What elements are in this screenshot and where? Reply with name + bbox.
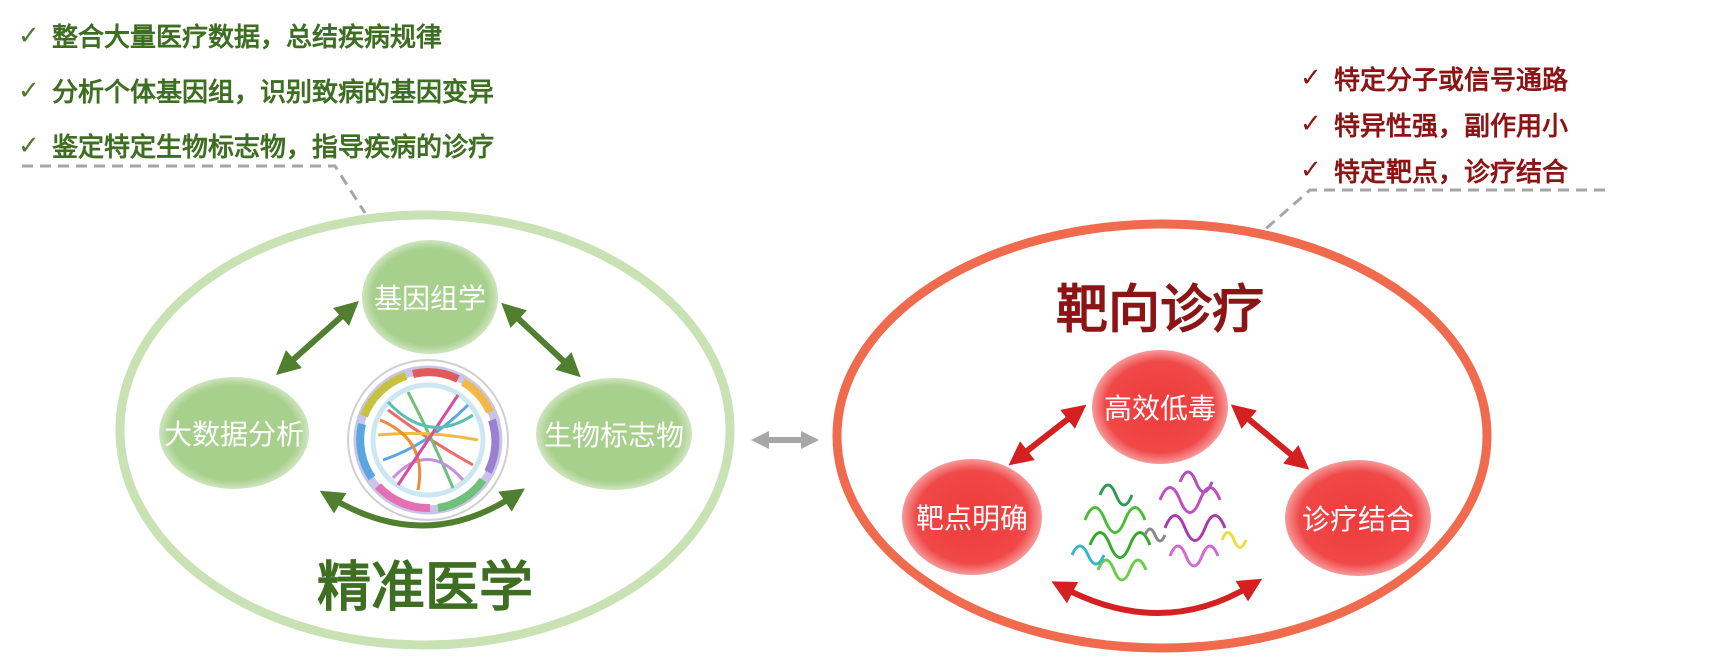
arrow-efficacy-theranostics xyxy=(1230,404,1310,470)
bullet-item: ✓ 特定分子或信号通路 xyxy=(1300,55,1568,101)
arrow-bigdata-biomarker xyxy=(319,488,525,529)
arrow-genomics-biomarker xyxy=(501,302,581,378)
check-icon: ✓ xyxy=(1300,63,1322,93)
node-biomarker-label: 生物标志物 xyxy=(543,419,685,452)
precision-medicine-bullets: ✓ 整合大量医疗数据，总结疾病规律 ✓ 分析个体基因组，识别致病的基因变异 ✓ 鉴定特… xyxy=(18,8,494,173)
node-big-data-label: 大数据分析 xyxy=(163,418,305,451)
check-icon: ✓ xyxy=(18,20,40,51)
targeted-therapy-ring xyxy=(832,219,1492,653)
check-icon: ✓ xyxy=(18,130,40,161)
node-genomics xyxy=(362,240,498,354)
targeted-therapy-bullets: ✓ 特定分子或信号通路 ✓ 特异性强，副作用小 ✓ 特定靶点，诊疗结合 xyxy=(1300,55,1568,193)
bullet-text: 特定靶点，诊疗结合 xyxy=(1334,157,1569,188)
targeted-therapy-title: 靶向诊疗 xyxy=(1055,280,1265,341)
node-biomarker xyxy=(536,378,692,490)
bullet-item: ✓ 整合大量医疗数据，总结疾病规律 xyxy=(18,8,494,63)
circos-plot-icon xyxy=(347,359,509,521)
node-theranostics-label: 诊疗结合 xyxy=(1301,503,1415,536)
bullet-item: ✓ 分析个体基因组，识别致病的基因变异 xyxy=(18,63,494,118)
arrow-genomics-bigdata xyxy=(276,301,359,375)
bullet-item: ✓ 特定靶点，诊疗结合 xyxy=(1300,147,1568,193)
precision-medicine-title: 精准医学 xyxy=(317,555,533,619)
bullet-text: 整合大量医疗数据，总结疾病规律 xyxy=(52,23,443,53)
protein-structure-icon xyxy=(1070,470,1248,582)
bullet-text: 鉴定特定生物标志物，指导疾病的诊疗 xyxy=(52,133,495,163)
node-big-data xyxy=(159,377,309,489)
precision-medicine-ring xyxy=(115,210,735,650)
left-callout-connector xyxy=(22,164,367,214)
bullet-text: 特异性强，副作用小 xyxy=(1334,111,1569,142)
check-icon: ✓ xyxy=(1300,155,1322,185)
node-high-efficacy xyxy=(1092,350,1228,464)
arrow-target-theranostics xyxy=(1051,578,1263,616)
right-callout-connector xyxy=(1261,188,1605,234)
node-clear-target xyxy=(902,459,1042,575)
node-genomics-label: 基因组学 xyxy=(373,282,487,315)
node-high-efficacy-label: 高效低毒 xyxy=(1103,392,1217,425)
bullet-item: ✓ 鉴定特定生物标志物，指导疾病的诊疗 xyxy=(18,118,494,173)
bullet-text: 分析个体基因组，识别致病的基因变异 xyxy=(52,78,495,108)
bullet-text: 特定分子或信号通路 xyxy=(1334,65,1569,96)
node-clear-target-label: 靶点明确 xyxy=(915,502,1029,535)
arrow-efficacy-target xyxy=(1008,404,1087,466)
check-icon: ✓ xyxy=(18,75,40,106)
bullet-item: ✓ 特异性强，副作用小 xyxy=(1300,101,1568,147)
check-icon: ✓ xyxy=(1300,109,1322,139)
node-theranostics xyxy=(1285,460,1431,576)
